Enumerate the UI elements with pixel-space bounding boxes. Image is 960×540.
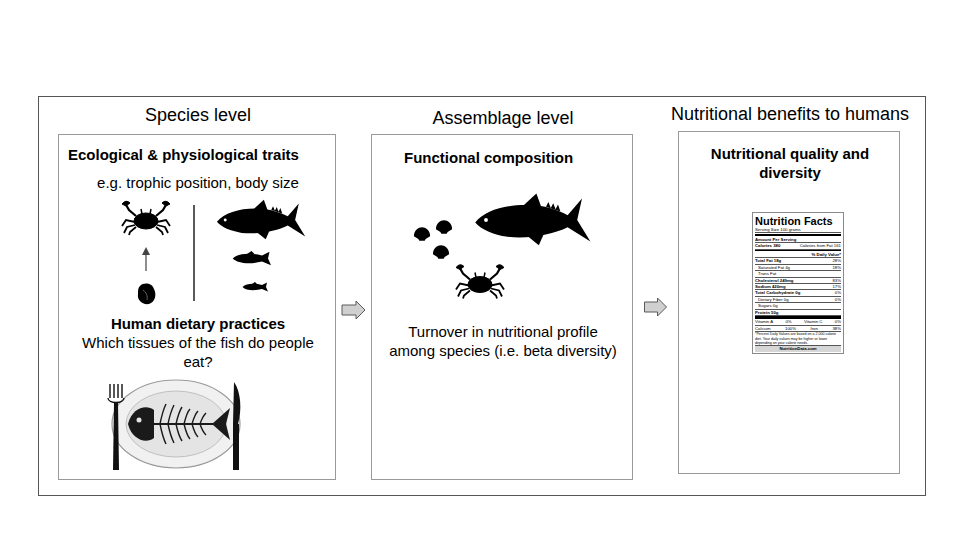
label-text: 0% bbox=[835, 297, 841, 302]
panel-heading: Assemblage level bbox=[372, 107, 634, 130]
body-text: e.g. trophic position, body size bbox=[59, 174, 337, 193]
fish-skull bbox=[128, 407, 154, 440]
section-heading: Ecological & physiological traits bbox=[68, 146, 332, 165]
label-text: Dietary Fiber 0g bbox=[758, 297, 789, 302]
fish-tail bbox=[212, 408, 230, 440]
label-text: Serving Size 100 grams bbox=[755, 227, 801, 232]
label-text: Calcium bbox=[755, 326, 771, 331]
fork-tines bbox=[108, 384, 124, 403]
label-text: 0% bbox=[835, 290, 841, 295]
label-text: Sugars 0g bbox=[758, 303, 778, 308]
body-text: Which tissues of the fish do people eat? bbox=[71, 334, 325, 372]
label-text: Protein 50g bbox=[755, 310, 778, 315]
medium-fish-icon bbox=[233, 251, 271, 265]
knife-blade bbox=[233, 382, 240, 424]
block-arrow bbox=[645, 298, 667, 316]
divider-line bbox=[193, 205, 194, 301]
plate-center bbox=[126, 391, 226, 457]
label-text: 38% bbox=[832, 326, 841, 331]
crab-icon bbox=[122, 201, 170, 235]
panel-box: Species levelEcological & physiological … bbox=[58, 134, 336, 480]
label-row: NutritionData.com bbox=[755, 346, 841, 351]
oyster-ridge bbox=[143, 290, 147, 300]
fish-skull-eye bbox=[137, 418, 142, 423]
label-text: Nutrition Facts bbox=[755, 215, 833, 227]
oyster-icon bbox=[138, 284, 156, 305]
panel-heading: Nutritional benefits to humans bbox=[639, 103, 941, 126]
small-fish-icon bbox=[243, 282, 269, 292]
outer-frame bbox=[39, 97, 926, 496]
plate-rim bbox=[112, 380, 240, 468]
label-text: 17% bbox=[832, 284, 841, 289]
clam-icon bbox=[414, 227, 430, 241]
label-text: *Percent Daily Values are based on a 2,0… bbox=[755, 332, 841, 345]
label-row: Nutrition Facts bbox=[755, 215, 841, 227]
clam-icon bbox=[436, 220, 452, 234]
label-text: Vitamin C bbox=[804, 319, 823, 324]
label-text: NutritionData.com bbox=[779, 346, 816, 351]
label-text: Sodium 420mg bbox=[755, 284, 786, 289]
label-text: Iron bbox=[811, 326, 818, 331]
label-text: 18% bbox=[832, 265, 841, 270]
label-text: 100% bbox=[785, 326, 796, 331]
label-text: Trans Fat bbox=[758, 271, 776, 276]
trophic-arrow-head bbox=[142, 247, 150, 255]
block-arrow bbox=[342, 301, 365, 319]
label-text: Calories 380 bbox=[755, 243, 780, 248]
tuna-icon bbox=[475, 194, 590, 246]
label-text: 28% bbox=[832, 258, 841, 263]
panel-heading: Species level bbox=[59, 104, 337, 127]
tuna-icon bbox=[217, 200, 305, 240]
body-text: Turnover in nutritional profile among sp… bbox=[385, 322, 621, 360]
label-text: Total Fat 18g bbox=[755, 258, 781, 263]
label-text: Total Carbohydrate 0g bbox=[755, 290, 800, 295]
label-row: Calories 380 Calories from Fat 161 bbox=[755, 243, 841, 249]
fish-ribs bbox=[160, 404, 206, 444]
section-heading: Nutritional quality and diversity bbox=[693, 144, 887, 182]
label-text: 0% bbox=[835, 319, 841, 324]
label-text: Vitamin A bbox=[755, 319, 773, 324]
label-text: Calories from Fat 161 bbox=[800, 243, 841, 248]
section-heading: Functional composition bbox=[404, 149, 629, 168]
label-text: 83% bbox=[832, 278, 841, 283]
plate-illustration bbox=[108, 380, 240, 470]
clam-icon bbox=[433, 245, 449, 259]
label-row: Serving Size 100 grams bbox=[755, 227, 841, 233]
label-text: 0% bbox=[785, 319, 791, 324]
crab-icon bbox=[456, 265, 504, 299]
knife-handle bbox=[233, 424, 239, 470]
fork-handle bbox=[113, 403, 119, 470]
nutrition-label: Nutrition FactsServing Size 100 gramsAmo… bbox=[752, 212, 844, 354]
label-row: *Percent Daily Values are based on a 2,0… bbox=[755, 332, 841, 346]
panel-box: Assemblage levelFunctional compositionTu… bbox=[371, 134, 633, 480]
label-text: Amount Per Serving bbox=[755, 237, 796, 242]
label-row: Protein 50g bbox=[755, 310, 841, 316]
section-heading: Human dietary practices bbox=[59, 315, 337, 334]
label-text: % Daily Value* bbox=[812, 252, 841, 257]
label-text: Saturated Fat 4g bbox=[758, 265, 790, 270]
label-text: Cholesterol 249mg bbox=[755, 278, 793, 283]
